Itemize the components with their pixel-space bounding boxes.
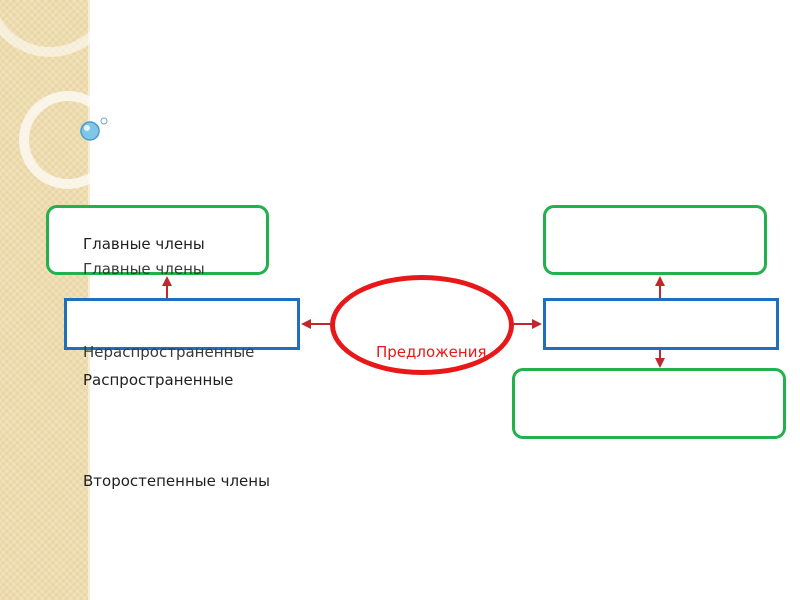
label-main-members-1: Главные члены bbox=[83, 235, 205, 253]
left-top-green-box bbox=[46, 205, 269, 275]
label-secondary-members: Второстепенные члены bbox=[83, 472, 270, 490]
decorative-circles bbox=[0, 0, 117, 189]
right-top-green-box bbox=[543, 205, 767, 275]
label-sentences: Предложения bbox=[376, 343, 487, 361]
label-main-members-2: Главные члены bbox=[83, 260, 205, 278]
left-blue-box bbox=[64, 298, 300, 350]
label-non-extended: Нераспространенные bbox=[83, 343, 255, 361]
label-extended: Распространенные bbox=[83, 371, 234, 389]
sentences-ellipse bbox=[330, 275, 514, 375]
right-blue-box bbox=[543, 298, 779, 350]
right-bottom-green-box bbox=[512, 368, 786, 439]
